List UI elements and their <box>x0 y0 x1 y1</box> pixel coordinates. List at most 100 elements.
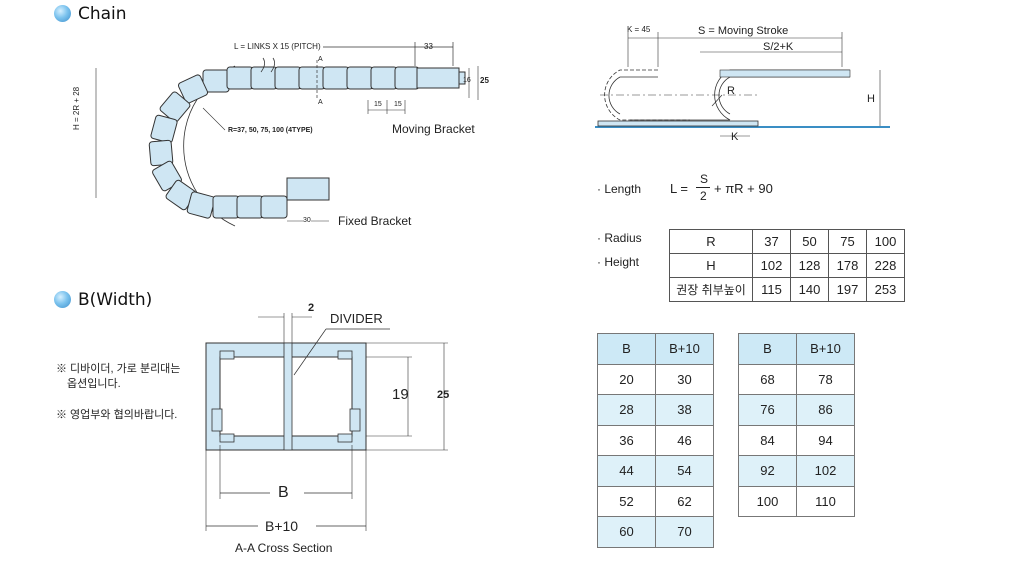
table-cell: 70 <box>655 516 714 548</box>
dim-19: 19 <box>392 386 409 403</box>
table-cell: 62 <box>655 485 714 517</box>
table-cell: 115 <box>752 277 791 302</box>
table-cell: 76 <box>738 394 797 426</box>
stroke-diagram <box>595 32 890 137</box>
table-header-row: B B+10 <box>597 333 714 365</box>
fixed-bracket-label: Fixed Bracket <box>338 214 412 228</box>
table-cell: 100 <box>866 229 905 254</box>
table-cell: 28 <box>597 394 656 426</box>
table-row: R 37 50 75 100 <box>669 229 905 254</box>
table-cell: 60 <box>597 516 656 548</box>
table-cell: 권장 취부높이 <box>669 277 753 302</box>
dim-2: 2 <box>308 302 315 314</box>
table-cell: 75 <box>828 229 867 254</box>
table-cell: 94 <box>796 424 855 456</box>
dim-25-cs: 25 <box>437 389 450 401</box>
chain-title: Chain <box>78 4 127 24</box>
height-label-row: · Height <box>597 255 640 269</box>
table-row: 권장 취부높이 115 140 197 253 <box>669 277 905 302</box>
radius-table: R 37 50 75 100 H 102 128 178 228 권장 취부높이… <box>669 229 905 302</box>
table-cell: 68 <box>738 363 797 395</box>
chain-diagram <box>95 42 479 227</box>
divider-label: DIVIDER <box>330 311 383 326</box>
table-cell: 36 <box>597 424 656 456</box>
dim-15b: 15 <box>394 101 402 108</box>
table-cell: 38 <box>655 394 714 426</box>
k45-label: K = 45 <box>627 25 651 34</box>
width-bullet-icon <box>54 291 71 308</box>
table-cell: 100 <box>738 485 797 517</box>
radius-label: · Radius <box>597 231 642 245</box>
r-label: R <box>727 85 735 97</box>
table-cell: 253 <box>866 277 905 302</box>
note-1-line-2: 옵션입니다. <box>67 378 121 390</box>
formula-lhs: L = <box>670 181 688 196</box>
k-label: K <box>731 131 739 143</box>
stroke-label: S = Moving Stroke <box>698 25 789 37</box>
dim-15a: 15 <box>374 101 382 108</box>
table-cell: 84 <box>738 424 797 456</box>
section-mark-a2: A <box>318 99 323 106</box>
formula-den: 2 <box>700 189 707 203</box>
dim-25: 25 <box>480 76 489 85</box>
radius-label: R=37, 50, 75, 100 (4TYPE) <box>228 127 313 134</box>
note-2: ※ 영업부와 협의바랍니다. <box>56 409 178 421</box>
b-dim-label: B <box>278 484 289 501</box>
length-label: L = LINKS X 15 (PITCH) <box>232 42 323 51</box>
dim-16: 16 <box>463 77 471 84</box>
table-header-cell: B+10 <box>655 333 714 365</box>
chain-bullet-icon <box>54 5 71 22</box>
b10-dim-label: B+10 <box>265 518 299 534</box>
cross-section-caption: A-A Cross Section <box>235 541 333 555</box>
table-header-cell: B <box>597 333 656 365</box>
formula-bar <box>696 187 710 188</box>
table-cell: 30 <box>655 363 714 395</box>
table-cell: 102 <box>752 253 791 278</box>
table-cell: 54 <box>655 455 714 487</box>
table-cell: 228 <box>866 253 905 278</box>
table-cell: 46 <box>655 424 714 456</box>
table-cell: R <box>669 229 753 254</box>
table-cell: 128 <box>790 253 829 278</box>
table-row: H 102 128 178 228 <box>669 253 905 278</box>
width-title: B(Width) <box>78 290 153 310</box>
cross-section-diagram <box>205 313 448 531</box>
table-cell: 86 <box>796 394 855 426</box>
table-cell: 52 <box>597 485 656 517</box>
table-cell: 37 <box>752 229 791 254</box>
table-cell: 178 <box>828 253 867 278</box>
dim-30: 30 <box>303 217 311 224</box>
table-header-cell: B+10 <box>796 333 855 365</box>
table-cell: 140 <box>790 277 829 302</box>
formula-num: S <box>700 172 709 186</box>
formula-rest: + πR + 90 <box>714 181 773 196</box>
table-header-row: B B+10 <box>738 333 855 365</box>
table-cell: 50 <box>790 229 829 254</box>
note-1-line-1: ※ 디바이더, 가로 분리대는 <box>56 363 181 375</box>
height-label: H = 2R + 28 <box>72 86 81 130</box>
table-cell: 197 <box>828 277 867 302</box>
dim-33: 33 <box>424 42 433 51</box>
moving-bracket-label: Moving Bracket <box>392 122 475 136</box>
section-mark-a1: A <box>318 56 323 63</box>
table-cell: 20 <box>597 363 656 395</box>
table-cell: 44 <box>597 455 656 487</box>
table-cell: H <box>669 253 753 278</box>
table-cell: 110 <box>796 485 855 517</box>
table-cell: 92 <box>738 455 797 487</box>
formula-label: · Length <box>597 182 642 196</box>
h-label: H <box>867 93 875 105</box>
table-header-cell: B <box>738 333 797 365</box>
table-cell: 102 <box>796 455 855 487</box>
